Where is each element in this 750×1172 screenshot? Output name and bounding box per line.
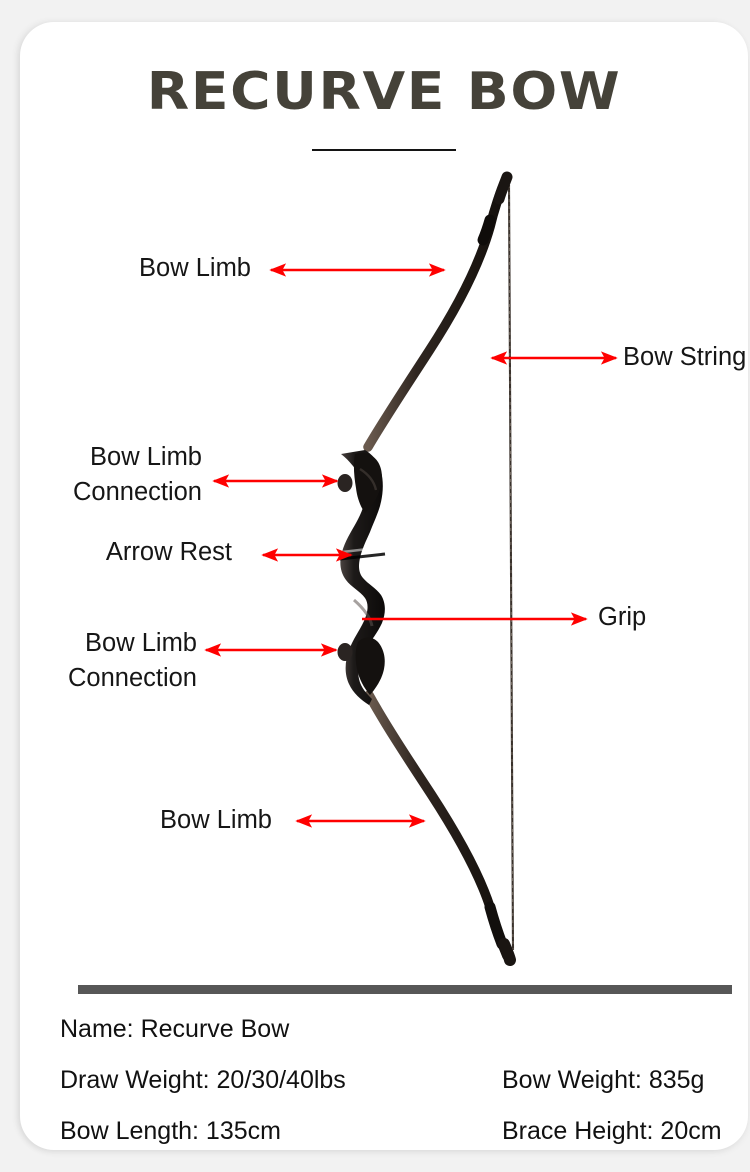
callout-label-bow-string: Bow String — [623, 343, 747, 371]
bow-diagram-svg — [204, 171, 618, 966]
spec-name: Name: Recurve Bow — [60, 1015, 290, 1043]
spec-brace-height: Brace Height: 20cm — [502, 1117, 722, 1145]
bow-upper-limb-graphic — [363, 171, 513, 452]
callout-label-bow-limb-connection-top: Bow Limb Connection — [72, 443, 202, 506]
bow-string-graphic — [507, 184, 515, 951]
upper-limb-bolt-icon — [337, 474, 353, 492]
product-card: RECURVE BOW — [20, 22, 748, 1150]
bow-lower-limb-graphic — [364, 690, 516, 966]
specs-divider — [78, 985, 732, 994]
arrow-rest-shelf — [341, 545, 387, 554]
bow-diagram — [20, 22, 748, 1150]
title-underline-rule — [312, 149, 456, 151]
bow-riser-graphic — [337, 450, 387, 705]
callout-label-bow-limb-connection-bottom: Bow Limb Connection — [67, 629, 197, 692]
specs-table: Name: Recurve Bow Draw Weight: 20/30/40l… — [20, 1015, 748, 1150]
callout-arrows — [204, 263, 618, 828]
page-title: RECURVE BOW — [146, 62, 622, 122]
spec-draw-weight: Draw Weight: 20/30/40lbs — [60, 1066, 346, 1094]
spec-bow-weight: Bow Weight: 835g — [502, 1066, 705, 1094]
callout-label-bow-limb-top: Bow Limb — [139, 254, 251, 282]
spec-bow-length: Bow Length: 135cm — [60, 1117, 281, 1145]
callout-label-bow-limb-bottom: Bow Limb — [160, 806, 272, 834]
callout-label-grip: Grip — [598, 603, 647, 631]
callout-label-arrow-rest: Arrow Rest — [105, 538, 232, 566]
lower-limb-bolt-icon — [337, 643, 353, 661]
